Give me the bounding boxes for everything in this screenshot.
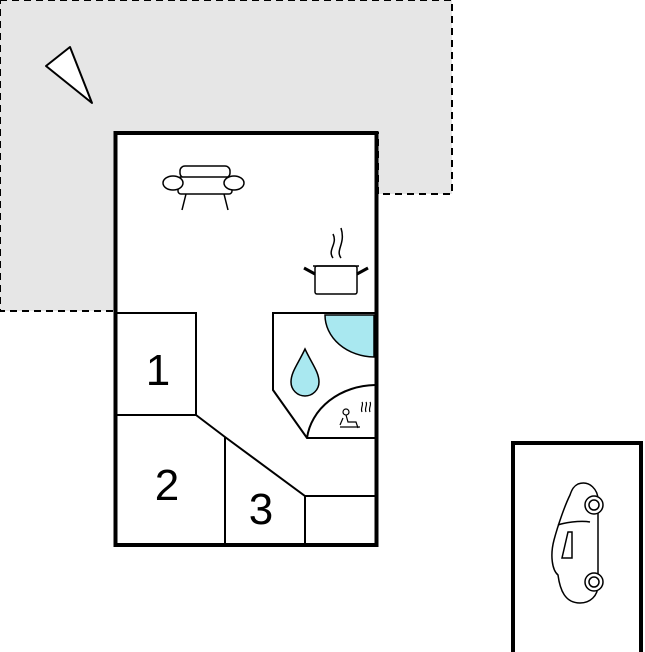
sauna-area [306, 384, 376, 439]
water-drop-icon [290, 347, 320, 397]
sauna-icon [339, 401, 372, 429]
cooking-pot-icon [303, 227, 369, 295]
room-label-2: 2 [155, 461, 179, 510]
interior-walls [117, 312, 375, 544]
room-label-3: 3 [249, 485, 273, 534]
sofa-icon [162, 165, 245, 211]
shower-area [324, 314, 375, 358]
carport-outline [511, 441, 643, 652]
room-label-1: 1 [146, 346, 170, 395]
car-icon [551, 482, 604, 604]
compass-north-icon [45, 46, 93, 104]
